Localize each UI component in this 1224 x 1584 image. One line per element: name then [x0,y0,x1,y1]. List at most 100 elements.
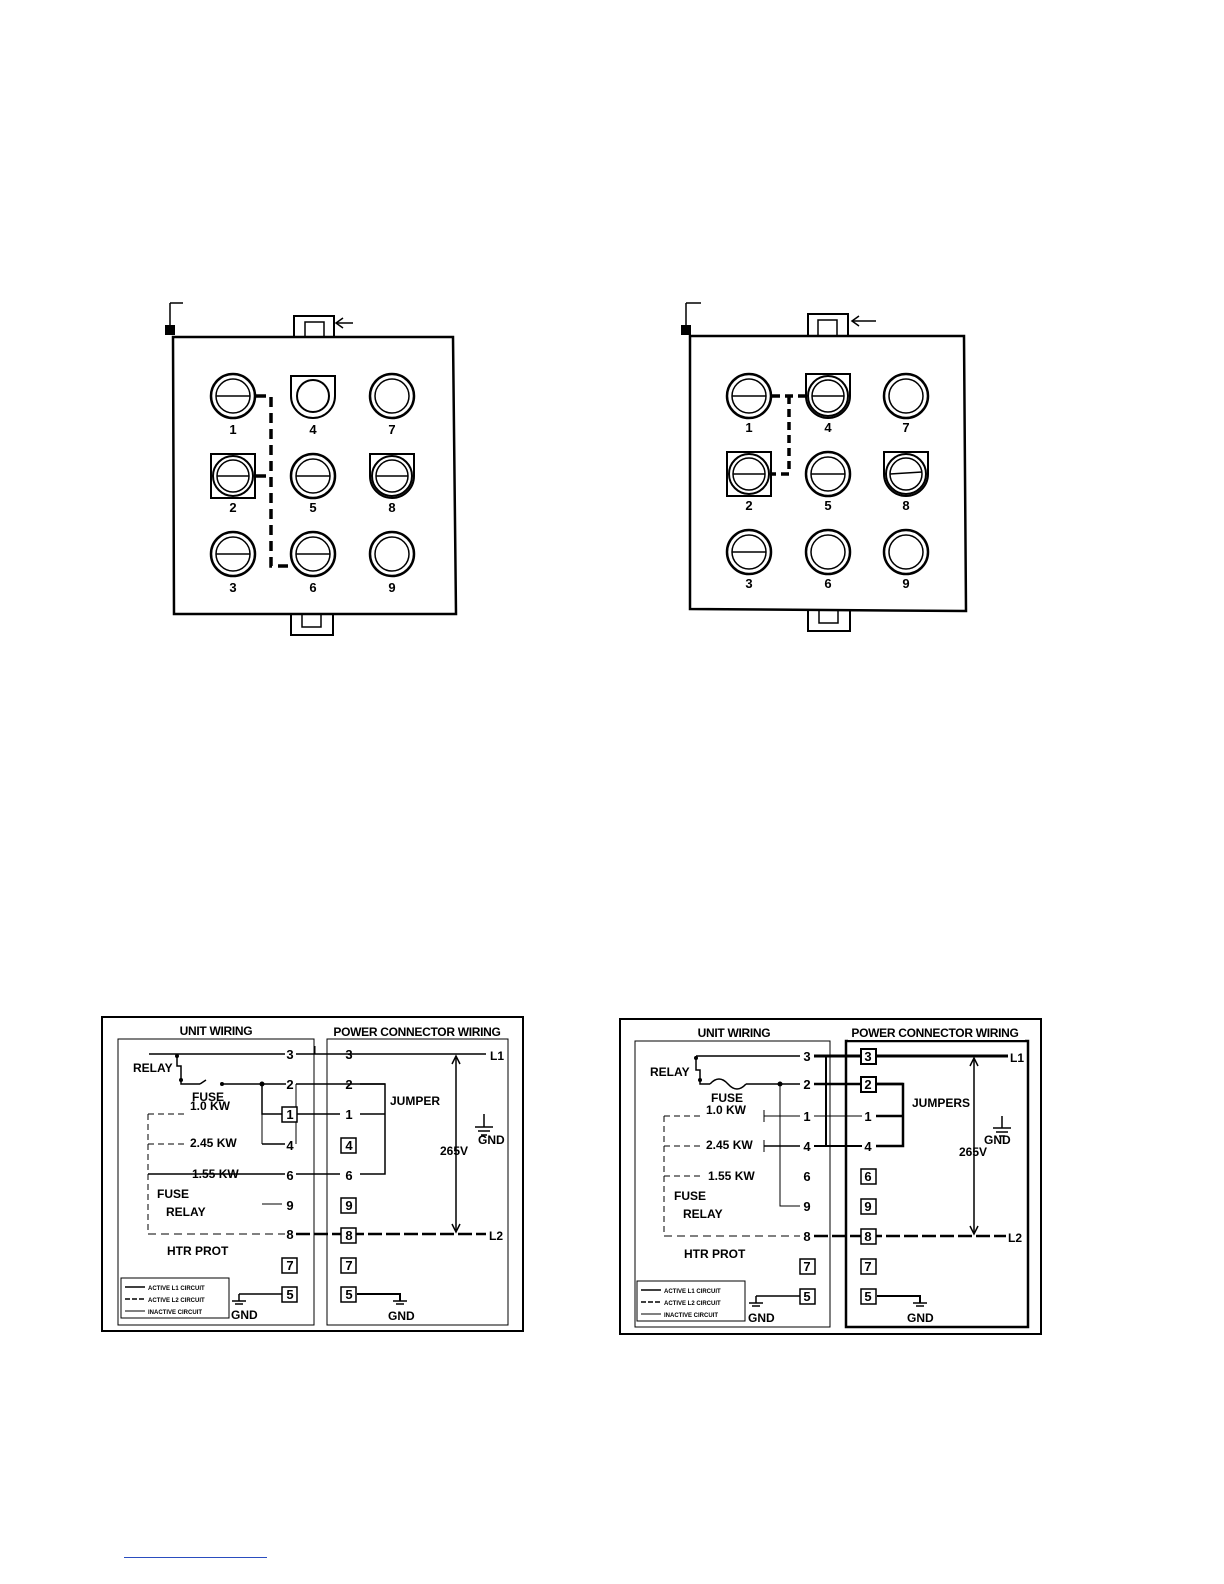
unit-pin: 4 [286,1138,294,1153]
heater-1-label: 1.0 KW [706,1103,747,1117]
jumper-label: JUMPERS [912,1096,970,1110]
relay-label: RELAY [650,1065,690,1079]
htr-prot-label: HTR PROT [684,1247,746,1261]
heater-3-label: 1.55 KW [708,1169,755,1183]
heater-2-label: 2.45 KW [190,1136,237,1150]
gnd-label: GND [231,1308,258,1322]
power-pin: 1 [864,1109,871,1124]
unit-wiring-box [634,1040,831,1328]
connector-right: 1 4 7 2 5 8 3 6 9 [681,302,968,632]
l2-label: L2 [1008,1231,1022,1245]
legend-item: ACTIVE L2 CIRCUIT [664,1301,721,1307]
pin-3 [725,528,773,576]
legend-item: ACTIVE L1 CIRCUIT [148,1286,205,1292]
fuse-label: FUSE [192,1090,224,1104]
power-connector-box [844,1039,1030,1329]
unit-pin: 9 [803,1199,810,1214]
heater-3-label: 1.55 KW [192,1167,239,1181]
pin-4 [805,373,851,419]
wiring-diagram-right: UNIT WIRING POWER CONNECTOR WIRING L1 RE… [619,1018,1042,1335]
pin-label: 2 [229,500,236,515]
gnd-label: GND [388,1309,415,1323]
pin-7 [882,372,930,420]
unit-pin: 4 [803,1139,811,1154]
gnd-label: GND [478,1133,505,1147]
power-pin: 9 [345,1198,352,1213]
power-pin: 2 [864,1077,871,1092]
pin-label: 7 [388,422,395,437]
footnote-divider [124,1557,267,1558]
gnd-label: GND [748,1311,775,1325]
pin-8 [883,451,929,497]
pin-8 [369,453,415,499]
power-pin: 9 [864,1199,871,1214]
relay-label: RELAY [166,1205,206,1219]
latch-bottom [290,612,334,636]
pin-label: 8 [388,500,395,515]
power-pin: 4 [864,1139,872,1154]
pin-4 [290,375,336,419]
pin-9 [368,530,416,578]
power-pin: 6 [864,1169,871,1184]
pin-label: 9 [388,580,395,595]
pin-label: 3 [229,580,236,595]
unit-pin: 5 [803,1289,810,1304]
pin-label: 1 [229,422,236,437]
legend-item: ACTIVE L1 CIRCUIT [664,1289,721,1295]
unit-wiring-header: UNIT WIRING [698,1026,771,1040]
pin-label: 3 [745,576,752,591]
power-pin: 4 [345,1138,353,1153]
power-pin: 7 [345,1258,352,1273]
pin-label: 6 [309,580,316,595]
gnd-label: GND [907,1311,934,1325]
unit-wiring-box [117,1038,315,1326]
l2-label: L2 [489,1229,503,1243]
unit-pin: 5 [286,1287,293,1302]
unit-pin: 7 [286,1258,293,1273]
power-pin: 5 [345,1287,352,1302]
legend-item: INACTIVE CIRCUIT [664,1313,718,1319]
pin-label: 5 [824,498,831,513]
power-pin: 8 [864,1229,871,1244]
pin-label: 5 [309,500,316,515]
pin-2 [210,453,256,499]
relay-label: RELAY [133,1061,173,1075]
power-pin: 3 [345,1047,352,1062]
power-connector-header: POWER CONNECTOR WIRING [333,1025,500,1039]
jumper-line [772,394,806,476]
latch-top [807,313,849,337]
unit-pin: 1 [286,1107,293,1122]
fuse-label: FUSE [711,1091,743,1105]
pin-label: 4 [309,422,317,437]
jumper-label: JUMPER [390,1094,440,1108]
fuse-icon [709,1078,747,1090]
unit-pin: 2 [286,1077,293,1092]
unit-pin: 3 [803,1049,810,1064]
power-pin: 1 [345,1107,352,1122]
diagram-frame [619,1018,1042,1335]
latch-bottom [807,608,851,632]
jumper-line [256,394,291,568]
fuse-label: FUSE [157,1187,189,1201]
pin-label: 4 [824,420,832,435]
l1-label: L1 [490,1049,504,1063]
power-connector-header: POWER CONNECTOR WIRING [851,1026,1018,1040]
unit-pin: 6 [803,1169,810,1184]
voltage-label: 265V [440,1144,468,1158]
pin-1 [725,372,773,420]
pin-7 [368,372,416,420]
unit-pin: 6 [286,1168,293,1183]
unit-pin: 8 [286,1227,293,1242]
legend-item: INACTIVE CIRCUIT [148,1310,202,1316]
heater-2-label: 2.45 KW [706,1138,753,1152]
power-pin: 6 [345,1168,352,1183]
pin-1 [209,372,257,420]
ground-marker [165,325,175,335]
voltage-label: 265V [959,1145,987,1159]
heater-1-label: 1.0 KW [190,1099,231,1113]
pin-label: 1 [745,420,752,435]
power-connector-box [326,1038,509,1326]
unit-pin: 3 [286,1047,293,1062]
wiring-diagram-left: UNIT WIRING POWER CONNECTOR WIRING L1 RE… [101,1016,524,1332]
